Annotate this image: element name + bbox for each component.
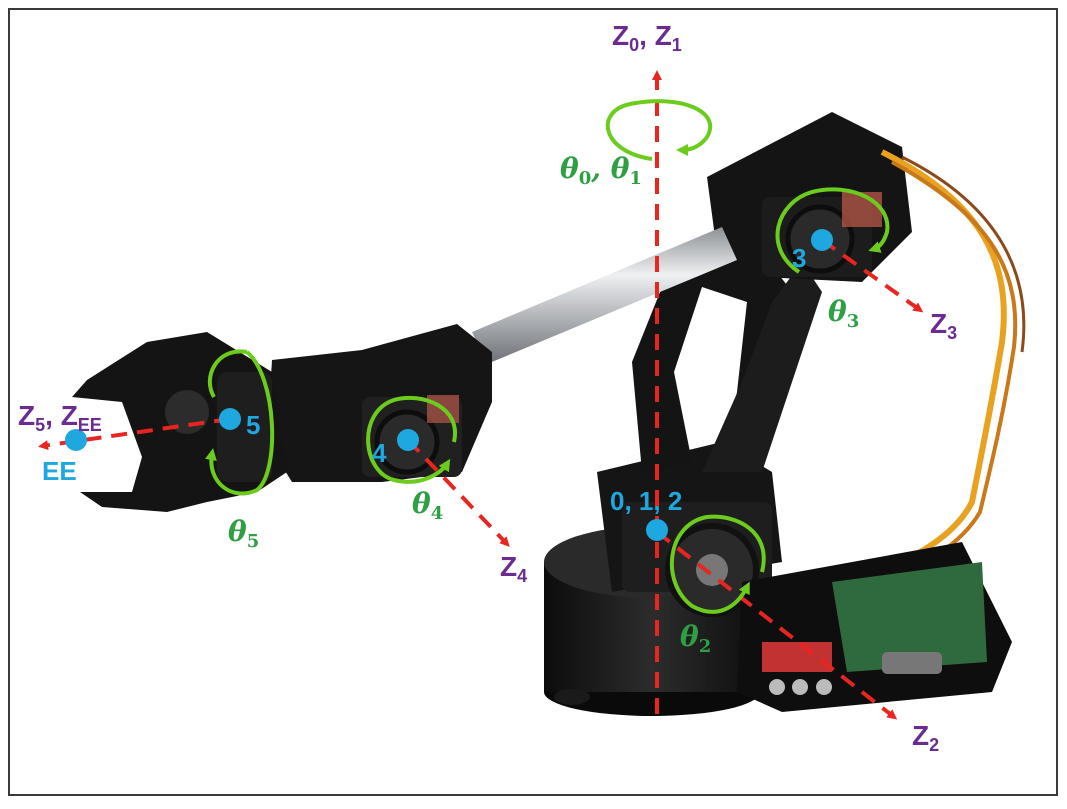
joint-3-dot	[811, 229, 833, 251]
axis-z4-arrow	[406, 438, 510, 547]
label-z4: Z4	[500, 551, 528, 586]
joint-5-dot	[219, 408, 241, 430]
rotation-theta2-arrow	[669, 514, 766, 614]
rotation-theta4-arrow	[366, 395, 458, 484]
label-theta3: θ3	[828, 295, 860, 332]
label-joint-3: 3	[792, 243, 807, 273]
end-effector-dot	[65, 429, 87, 451]
joint-dots	[65, 229, 833, 541]
label-theta0-theta1: θ0, θ1	[560, 152, 642, 189]
rotation-arrows	[205, 99, 890, 614]
label-z5-zee: Z5, ZEE	[18, 400, 102, 435]
robot-arm-photo	[38, 70, 1026, 720]
rotation-theta3-arrow	[775, 187, 890, 274]
joint-4-dot	[397, 429, 419, 451]
label-z3: Z3	[930, 308, 958, 343]
label-z2: Z2	[912, 720, 940, 755]
label-theta5: θ5	[228, 515, 260, 552]
label-joint-5: 5	[246, 410, 261, 440]
rotation-theta5-arrow	[205, 350, 275, 496]
label-theta4: θ4	[412, 487, 444, 524]
image-frame	[8, 8, 1058, 796]
label-end-effector: EE	[42, 456, 77, 486]
label-theta2: θ2	[680, 620, 712, 657]
rotation-theta01-arrow	[605, 99, 713, 161]
label-z0-z1: Z0, Z1	[612, 20, 682, 55]
robot-body	[72, 112, 1026, 716]
joint-012-dot	[646, 519, 668, 541]
label-joint-4: 4	[372, 438, 387, 468]
label-joint-012: 0, 1, 2	[610, 486, 683, 516]
axis-z3-arrow	[820, 238, 924, 313]
